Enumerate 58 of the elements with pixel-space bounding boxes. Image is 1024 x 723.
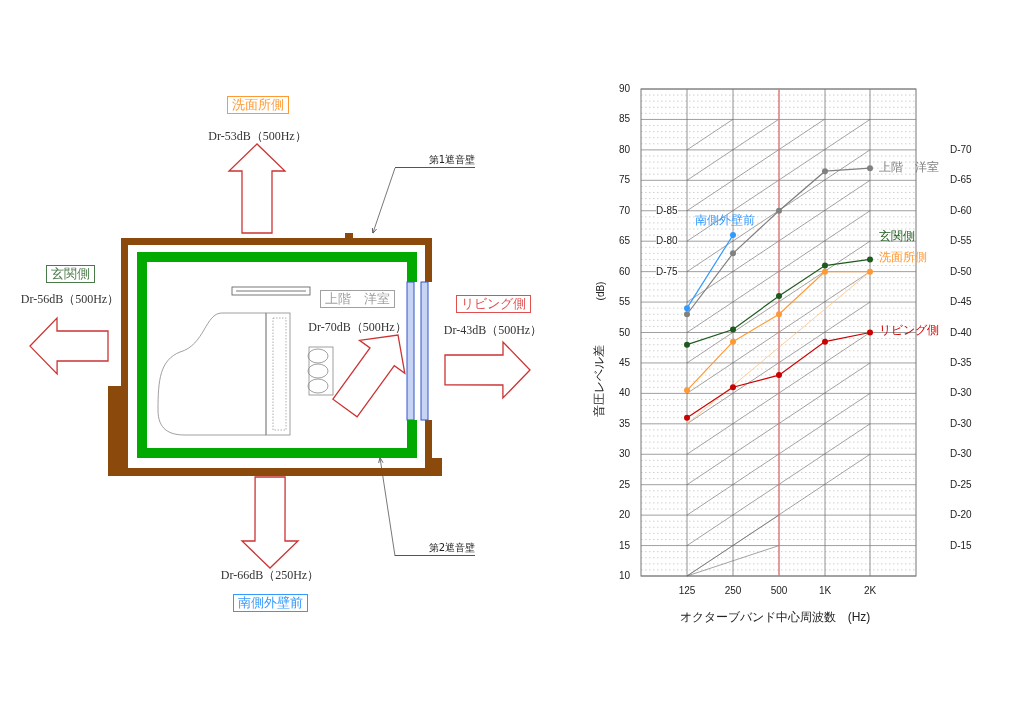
y-tick-label: 40 [617,387,630,400]
y-tick-label: 30 [617,448,630,461]
y-tick-label: 80 [617,143,630,156]
d-curve-label: D-30 [950,417,972,430]
block-arrow [29,316,109,376]
block-arrow [240,476,300,569]
d-curve-label: D-25 [950,478,972,491]
y-tick-label: 20 [617,509,630,522]
x-axis-title: オクターブバンド中心周波数 (Hz) [678,610,872,624]
d-curve-label: D-40 [950,326,972,339]
x-tick-label: 1K [817,585,833,597]
d-curve-label: D-70 [950,143,972,156]
attenuation-text: Dr-43dB（500Hz） [443,323,543,338]
y-axis-title: 音圧レベル差 [592,344,606,419]
series-label: 上階 洋室 [878,159,940,175]
series-label: 洗面所側 [878,249,928,265]
d-curve-label: D-60 [950,204,972,217]
y-tick-label: 90 [617,83,630,95]
location-label: 洗面所側 [226,96,289,114]
d-curve-label: D-35 [950,356,972,369]
y-tick-label: 35 [617,417,630,430]
block-arrow [227,143,287,234]
y-tick-label: 25 [617,478,630,491]
y-tick-label: 45 [617,356,630,369]
y-tick-label: 15 [617,539,630,552]
block-arrow [444,340,531,400]
location-label: 玄関側 [45,265,95,283]
y-tick-label: 75 [617,174,630,187]
d-curve-label: D-50 [950,265,972,278]
x-tick-label: 500 [769,585,789,597]
location-label: リビング側 [455,295,531,313]
block-arrow [332,334,406,418]
series-label: 玄関側 [878,228,916,244]
x-tick-label: 125 [677,585,697,597]
attenuation-text: Dr-56dB（500Hz） [20,292,120,307]
y-tick-label: 50 [617,326,630,339]
y-tick-label: 55 [617,296,630,309]
axis-unit-label: (dB) [595,281,608,301]
x-tick-label: 2K [862,585,878,597]
attenuation-text: Dr-70dB（500Hz） [308,320,407,335]
location-label: 南側外壁前 [232,594,308,612]
y-tick-label: 10 [617,570,630,582]
series-label: 南側外壁前 [694,212,756,228]
y-tick-label: 70 [617,204,630,217]
series-label: リビング側 [878,322,940,338]
d-curve-label: D-80 [656,235,678,248]
y-tick-label: 65 [617,235,630,248]
d-curve-label: D-15 [950,539,972,552]
d-curve-label: D-85 [656,204,678,217]
y-tick-label: 85 [617,113,630,126]
attenuation-text: Dr-66dB（250Hz） [220,568,320,583]
location-label: 上階 洋室 [320,290,395,308]
d-curve-label: D-75 [656,265,678,278]
attenuation-text: Dr-53dB（500Hz） [208,129,307,144]
callout-text: 第2遮音壁 [395,541,475,556]
callout-text: 第1遮音壁 [395,153,475,168]
y-tick-label: 60 [617,265,630,278]
x-tick-label: 250 [723,585,743,597]
